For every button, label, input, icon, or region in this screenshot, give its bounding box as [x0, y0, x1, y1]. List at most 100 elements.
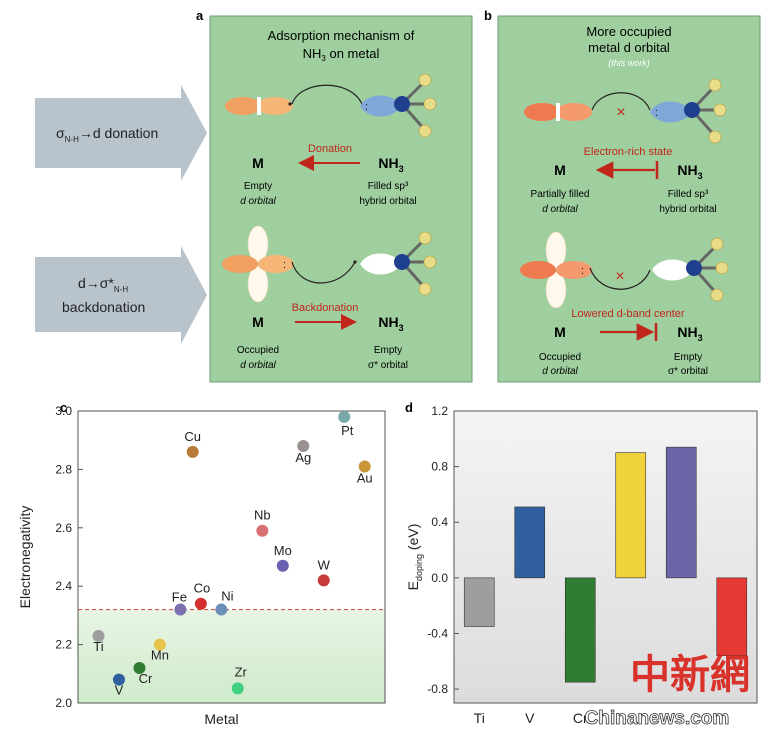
y-tick-label: 2.4 — [55, 579, 72, 593]
plot-frame — [77, 410, 386, 704]
svg-text:NH3: NH3 — [677, 324, 702, 343]
bar-series-4 — [615, 452, 647, 579]
point-label-co: Co — [194, 581, 211, 596]
y-tick-label: 0.0 — [431, 571, 448, 585]
sigma-subscript: N-H — [65, 135, 79, 144]
point-w — [317, 574, 330, 587]
plot-frame — [453, 410, 758, 704]
electronegativity-chart: 2.02.22.42.62.83.0ElectronegativityMetal… — [17, 404, 386, 727]
panel-b-top-left-2: d orbital — [542, 204, 578, 215]
panel-a-bottom-nh-sub: 3 — [399, 323, 404, 333]
svg-text:NH3: NH3 — [677, 162, 702, 181]
x-tick-label: Cr — [573, 710, 588, 726]
point-mo — [276, 559, 289, 572]
panel-b-bottom-nh3-molecule — [686, 237, 729, 302]
panel-b-bottom-metal-orbital: : — [520, 231, 592, 309]
svg-text:NH3: NH3 — [378, 314, 403, 333]
panel-a-bottom-bond-curve — [291, 261, 356, 284]
panel-a-top-metal-orbital — [225, 97, 293, 115]
panel-a-letter: a — [196, 8, 204, 23]
watermark-chinese: 中新網 — [630, 653, 750, 697]
backdonation-arrowhead — [181, 246, 207, 344]
panel-b-top-nh3-orbital: : — [650, 101, 692, 123]
panel-a-bottom-nh: NH — [378, 314, 398, 330]
panel-a-bottom-right-1: Empty — [374, 345, 402, 356]
point-ti — [92, 629, 105, 642]
y-axis-label: Edoping (eV) — [405, 524, 424, 591]
svg-text:NH3 on metal: NH3 on metal — [303, 46, 380, 63]
y-axis-label-unit: (eV) — [405, 524, 421, 554]
y-tick-label: 3.0 — [55, 404, 72, 418]
panel-b-top-metal-orbital — [524, 103, 592, 121]
y-axis-label-sub: doping — [414, 554, 424, 581]
point-label-au: Au — [357, 470, 373, 485]
bar-v — [514, 506, 546, 579]
panel-a-top-nh-sub: 3 — [399, 164, 404, 174]
point-ag — [297, 440, 310, 453]
point-cu — [186, 445, 199, 458]
panel-b-title-1: More occupied — [586, 24, 671, 39]
panel-c-letter: c — [60, 400, 67, 415]
svg-text::: : — [655, 107, 658, 119]
sigma-donation-callout: σN-H→d donation — [35, 85, 207, 181]
point-co — [194, 597, 207, 610]
panel-b-bottom-m: M — [554, 324, 566, 340]
sigma-symbol: σ — [56, 125, 65, 141]
point-label-ag: Ag — [295, 450, 311, 465]
panel-b-bottom-right-1: Empty — [674, 352, 702, 363]
panel-a-top-nh3-orbital: : — [360, 95, 402, 117]
point-nb — [256, 524, 269, 537]
panel-a-top-nh3-molecule — [394, 73, 437, 138]
backdonation-symbol: d→σ* — [78, 275, 114, 291]
panel-b-letter: b — [484, 8, 492, 23]
point-label-mo: Mo — [274, 543, 292, 558]
point-cr — [133, 661, 146, 674]
backdonation-subscript: N-H — [114, 285, 128, 294]
panel-a-top-left-1: Empty — [244, 181, 272, 192]
svg-text::: : — [283, 259, 286, 271]
y-tick-label: -0.8 — [427, 682, 448, 696]
bar-series-6 — [716, 577, 748, 657]
y-tick-label: 1.2 — [431, 404, 448, 418]
panel-a-top-nh: NH — [378, 155, 398, 171]
panel-b-top-cross-icon: × — [616, 104, 625, 121]
panel-a-title-nh: NH — [303, 46, 322, 61]
panel-b-bottom-left-1: Occupied — [539, 352, 581, 363]
point-v — [112, 673, 125, 686]
point-label-cu: Cu — [184, 429, 201, 444]
svg-text:NH3: NH3 — [378, 155, 403, 174]
point-label-zr: Zr — [235, 664, 248, 679]
point-label-fe: Fe — [172, 590, 187, 605]
panel-b-top-nh-sub: 3 — [698, 171, 703, 181]
point-label-nb: Nb — [254, 508, 271, 523]
bar-series-5 — [665, 446, 697, 579]
below-reference-shading — [78, 609, 385, 703]
panel-a-top-right-2: hybrid orbital — [359, 196, 416, 207]
y-tick-label: 2.8 — [55, 462, 72, 476]
y-axis-label-main: E — [405, 581, 421, 590]
panel-b-top-right-1: Filled sp³ — [668, 189, 709, 200]
panel-a-bottom-nh3-molecule — [394, 231, 437, 296]
panel-a-bottom-right-2: σ* orbital — [368, 360, 408, 371]
panel-b-top-left-1: Partially filled — [531, 189, 590, 200]
y-axis-label: Electronegativity — [17, 506, 33, 609]
panel-b-bottom-nh: NH — [677, 324, 697, 340]
point-label-w: W — [318, 557, 331, 572]
panel-b-bottom-nh-sub: 3 — [698, 333, 703, 343]
point-au — [358, 460, 371, 473]
point-label-ti: Ti — [93, 639, 103, 654]
point-label-cr: Cr — [139, 671, 153, 686]
panel-b-bottom-cross-icon: × — [615, 268, 624, 285]
panel-b-top-right-2: hybrid orbital — [659, 204, 716, 215]
point-mn — [153, 638, 166, 651]
panel-a-top-bond-curve — [291, 84, 363, 105]
point-label-v: V — [115, 683, 124, 698]
y-tick-label: -0.4 — [427, 626, 448, 640]
panel-b-bottom-right-2: σ* orbital — [668, 366, 708, 377]
bar-ti — [463, 577, 495, 627]
point-zr — [231, 682, 244, 695]
panel-b-top-nh: NH — [677, 162, 697, 178]
